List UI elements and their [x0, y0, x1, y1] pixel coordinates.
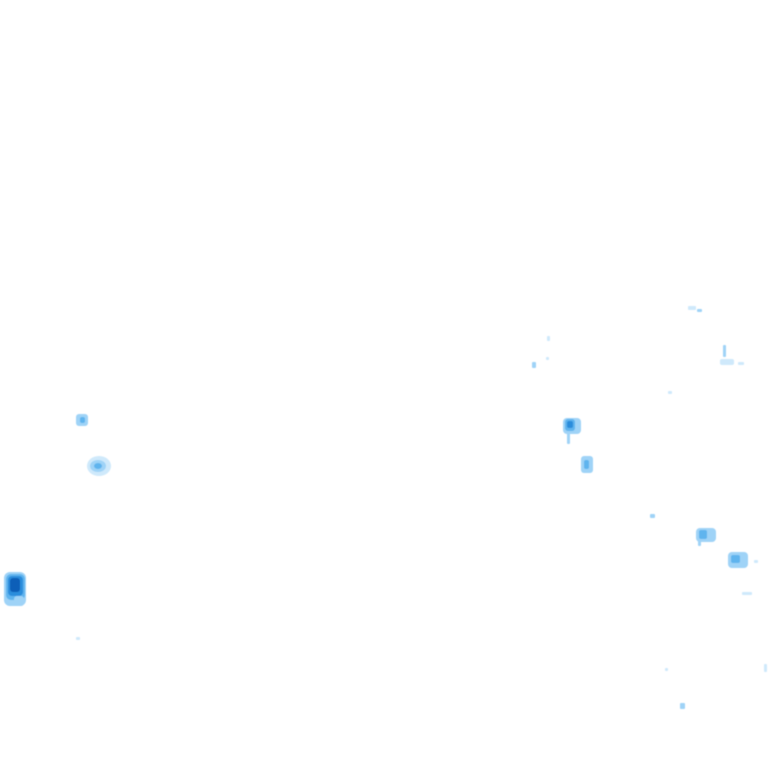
- precip-cell-east-2: [581, 456, 593, 473]
- precip-cell-east-1: [563, 418, 581, 444]
- precip-cell-southeast-1: [696, 528, 716, 546]
- precip-speckles: [76, 306, 767, 709]
- precip-cell-west-intense: [4, 572, 26, 606]
- precip-cell-west-2: [87, 456, 111, 476]
- precip-cell-southeast-2: [728, 552, 748, 568]
- precip-cell-west-1: [76, 414, 88, 426]
